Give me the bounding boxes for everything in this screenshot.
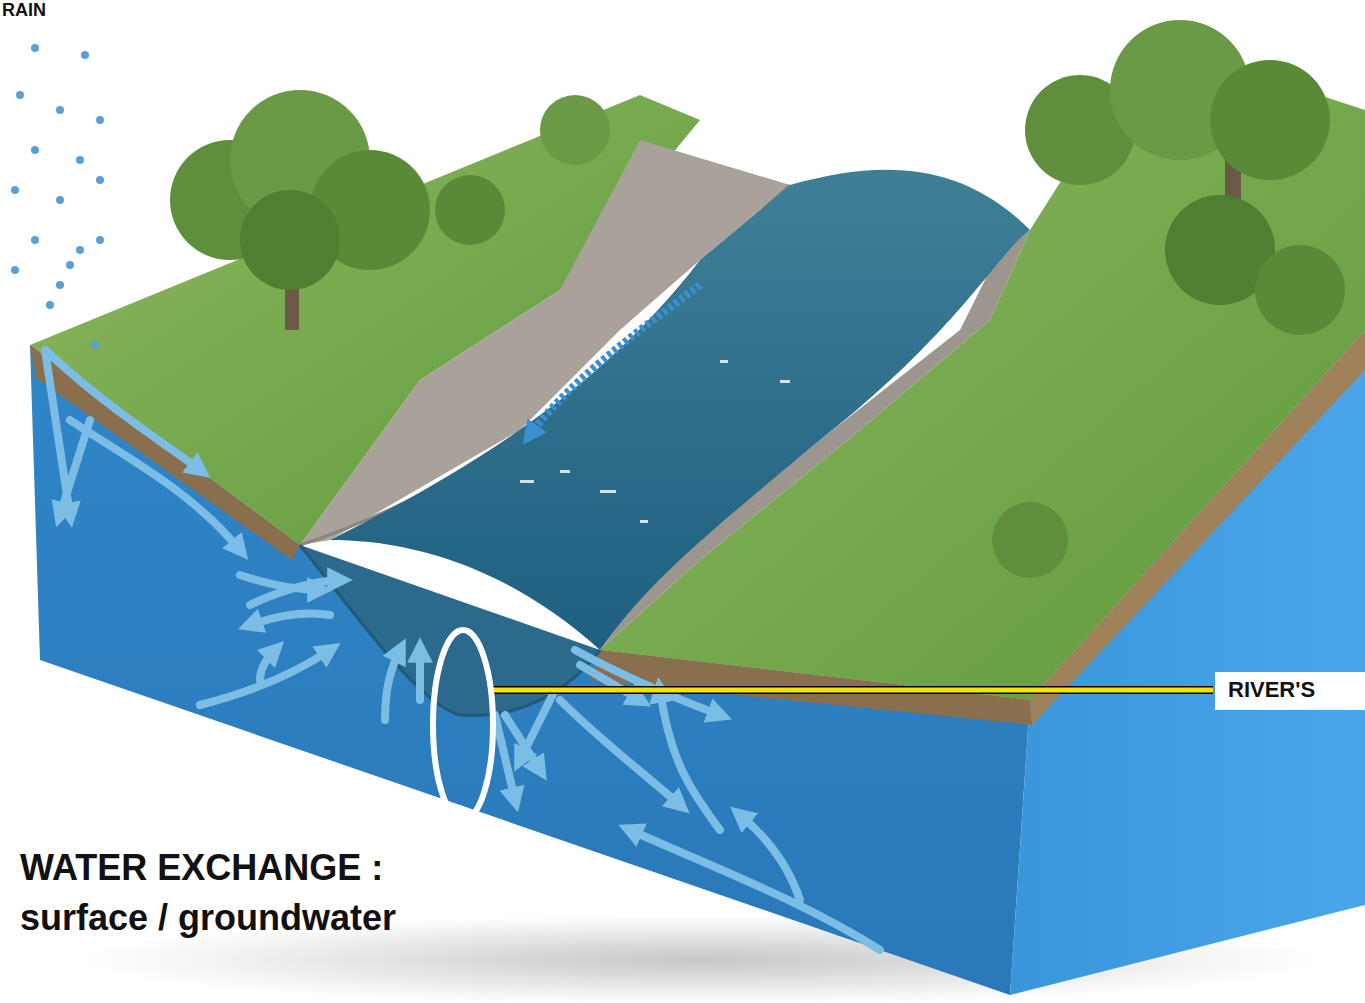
exchange-subheading: surface / groundwater — [20, 897, 396, 939]
rain-label: RAIN — [2, 0, 46, 21]
exchange-heading: WATER EXCHANGE : — [20, 847, 383, 889]
river-label: RIVER'S — [1228, 677, 1315, 703]
